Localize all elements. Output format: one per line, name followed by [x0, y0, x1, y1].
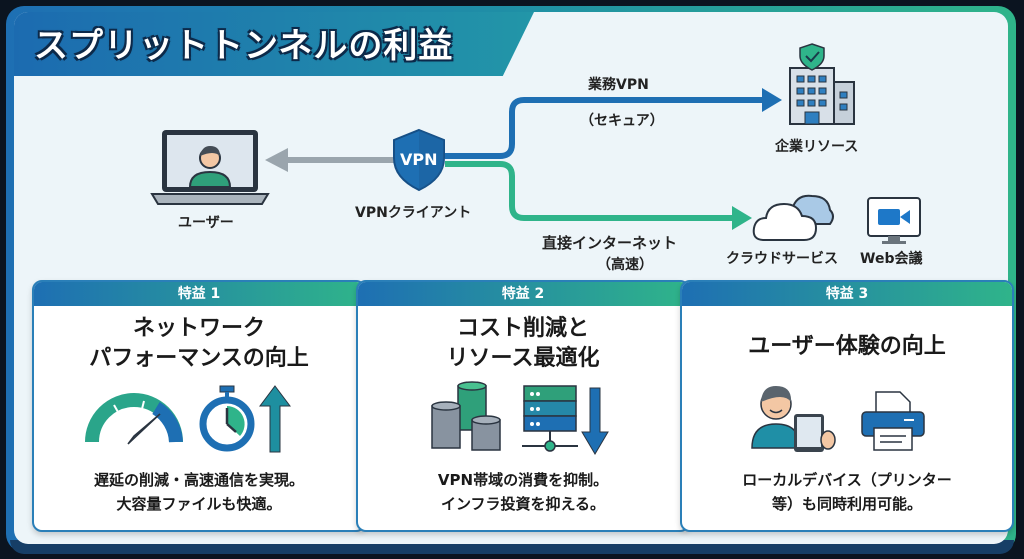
benefit-card-2: 特益 2 コスト削減と リソース最適化 VPN帯域の消費を抑制。 インフラ投資を… — [356, 280, 690, 532]
card-desc-line: VPN帯域の消費を抑制。 — [437, 471, 609, 489]
green-arrowhead — [732, 206, 752, 230]
card-desc-line: ローカルデバイス（プリンター — [742, 471, 952, 489]
card-header: 特益 3 — [682, 282, 1012, 306]
business-vpn-label: 業務VPN — [588, 77, 649, 93]
card-title: ユーザー体験の向上 — [682, 332, 1012, 362]
stopwatch-icon — [199, 385, 255, 452]
card-description: VPN帯域の消費を抑制。 インフラ投資を抑える。 — [358, 468, 688, 516]
card-desc-line: 等）も同時利用可能。 — [771, 495, 922, 513]
card-title-line: リソース最適化 — [446, 346, 600, 371]
gray-arrowhead — [265, 148, 288, 172]
cloud-label: クラウドサービス — [726, 251, 838, 267]
card-description: 遅延の削減・高速通信を実現。 大容量ファイルも快適。 — [34, 468, 364, 516]
cloud-icon — [752, 194, 834, 241]
coin-stacks-icon — [431, 381, 501, 451]
card-title-line: ネットワーク — [132, 316, 265, 341]
vpn-shield-text: VPN — [400, 150, 438, 169]
card-desc-line: インフラ投資を抑える。 — [440, 495, 606, 513]
corporate-label: 企業リソース — [775, 139, 859, 155]
card-desc-line: 大容量ファイルも快適。 — [116, 495, 282, 513]
web-meeting-label: Web会議 — [860, 251, 923, 267]
card-title: ネットワーク パフォーマンスの向上 — [34, 314, 364, 374]
vpn-client-label: VPNクライアント — [355, 205, 472, 221]
speedometer-icon — [85, 393, 183, 445]
card-description: ローカルデバイス（プリンター 等）も同時利用可能。 — [682, 468, 1012, 516]
page-title: スプリットトンネルの利益 — [34, 26, 454, 66]
green-path — [445, 161, 735, 221]
card-desc-line: 遅延の削減・高速通信を実現。 — [93, 471, 304, 489]
server-network-icon — [522, 385, 578, 452]
benefit-card-1: 特益 1 ネットワーク パフォーマンスの向上 遅延の削減・高速通信を実現。 大容… — [32, 280, 366, 532]
card-title-line: ユーザー体験の向上 — [748, 334, 946, 359]
card-title: コスト削減と リソース最適化 — [358, 314, 688, 374]
card-title-line: コスト削減と — [456, 316, 589, 341]
laptop-user-icon — [150, 130, 270, 205]
title-band — [14, 12, 534, 76]
card-header: 特益 1 — [34, 282, 364, 306]
vpn-shield-icon — [393, 128, 445, 192]
card-title-line: パフォーマンスの向上 — [89, 346, 309, 371]
corporate-building-icon — [789, 43, 855, 125]
business-vpn-sub: （セキュア） — [580, 113, 664, 129]
web-meeting-monitor-icon — [867, 197, 921, 244]
blue-arrowhead — [762, 88, 782, 112]
user-with-tablet-icon — [751, 386, 836, 452]
down-arrow-icon — [581, 387, 609, 455]
printer-icon — [861, 391, 925, 451]
user-label: ユーザー — [178, 215, 234, 231]
blue-path — [445, 97, 765, 159]
card-header: 特益 2 — [358, 282, 688, 306]
up-arrow-icon — [259, 385, 291, 453]
direct-internet-label: 直接インターネット — [542, 234, 678, 252]
benefit-card-3: 特益 3 ユーザー体験の向上 ローカルデバイス（プリンター 等）も同時利用可能。 — [680, 280, 1014, 532]
direct-internet-sub: （高速） — [597, 257, 653, 273]
